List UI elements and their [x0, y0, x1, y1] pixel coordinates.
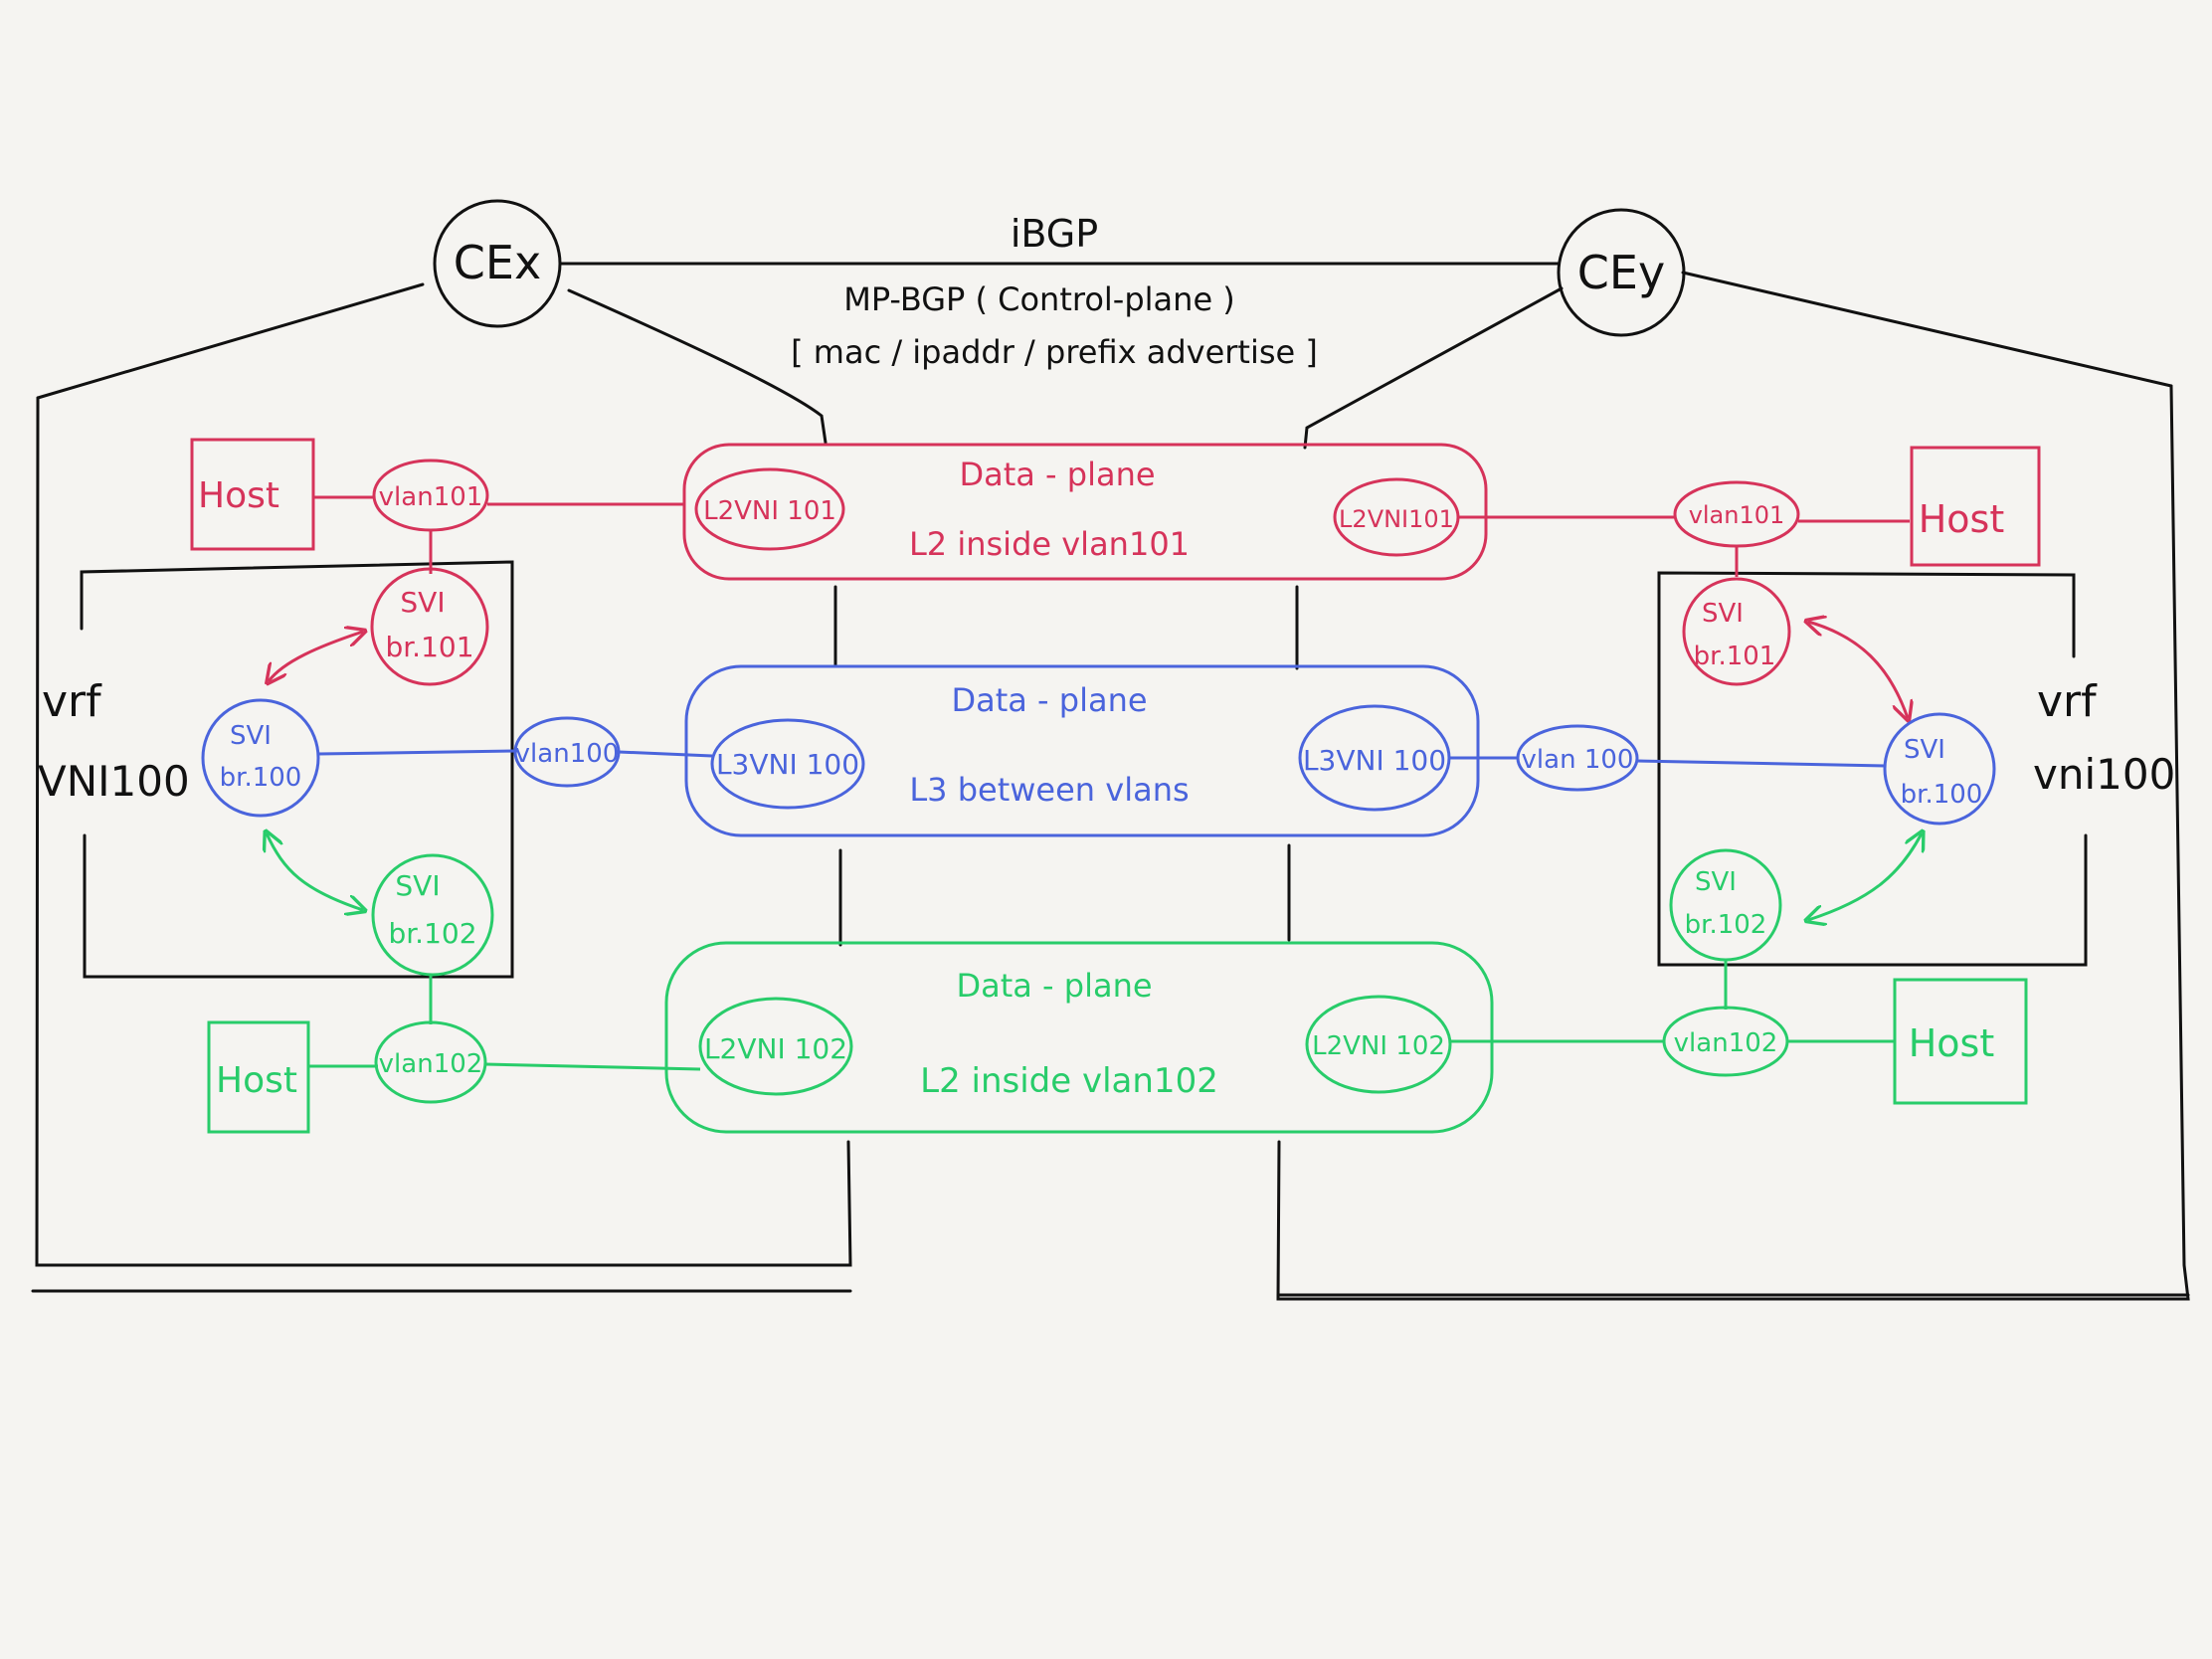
vni-node [1305, 995, 1452, 1094]
vlan-label: vlan100 [515, 739, 620, 769]
vrf-label: vrf [2037, 676, 2098, 727]
left-vrf-box [80, 560, 514, 979]
right-frame [1276, 384, 2190, 1301]
svi-label: br.100 [220, 763, 302, 793]
cey-to-tunnel [1303, 286, 1564, 450]
vni-node [710, 718, 865, 810]
vlan-label: vlan102 [379, 1049, 483, 1079]
cex-to-left-frame [36, 282, 425, 400]
host-box [1910, 446, 2041, 567]
tunnel-l3-vlan100: Data - plane L3 between vlans L3VNI 100 … [684, 664, 1480, 837]
svi-node [1883, 712, 1996, 826]
vlan-label: vlan102 [1674, 1028, 1778, 1058]
mpbgp-label: MP-BGP ( Control-plane ) [843, 280, 1235, 318]
router-circle [1557, 208, 1686, 337]
svi-label: SVI [400, 586, 445, 619]
control-plane-lines [31, 262, 2190, 1301]
svi-label: br.102 [388, 917, 476, 950]
routing-arrow [267, 833, 363, 910]
routing-arrow [1808, 622, 1908, 718]
vni-label: L2VNI 102 [704, 1032, 847, 1065]
svi-label: br.100 [1901, 780, 1983, 810]
svi-node [201, 698, 320, 818]
link [1636, 759, 1887, 768]
routing-arrow [269, 632, 363, 681]
svi-label: br.101 [385, 631, 473, 663]
vrf-label: vrf [42, 676, 102, 727]
tunnel-l2-vlan102: Data - plane L2 inside vlan102 L2VNI 102… [664, 941, 1494, 1134]
vni-node [694, 467, 845, 551]
svi-label: SVI [1695, 867, 1737, 897]
tunnel-title: Data - plane [959, 456, 1155, 493]
vni-label: L3VNI 100 [1303, 744, 1446, 777]
tunnel-outline [664, 941, 1494, 1134]
tunnel-outline [684, 664, 1480, 837]
svi-node [370, 567, 489, 686]
router-label: CEy [1577, 246, 1665, 299]
svi-node [1682, 577, 1791, 686]
svi-label: br.101 [1694, 642, 1776, 671]
vni-label: L2VNI 102 [1312, 1031, 1445, 1061]
host-label: Host [216, 1060, 297, 1101]
svi-label: SVI [1904, 735, 1945, 765]
vlan-label: vlan101 [379, 482, 483, 512]
vrf-name: vni100 [2033, 750, 2175, 799]
svi-label: br.102 [1685, 910, 1767, 940]
host-box [207, 1020, 310, 1134]
router-circle [433, 199, 562, 328]
svi-label: SVI [230, 721, 272, 751]
link [618, 750, 713, 758]
router-cex: CEx [433, 199, 562, 328]
vrf-name: VNI100 [38, 757, 190, 806]
advertise-label: [ mac / ipaddr / prefix advertise ] [791, 333, 1318, 371]
right-vrf-box [1657, 571, 2088, 967]
vni-label: L3VNI 100 [716, 748, 859, 781]
right-site: vlan101 Host SVI br.101 vlan 100 SVI br.… [1448, 446, 2041, 1105]
ibgp-label: iBGP [1011, 212, 1098, 256]
left-frame [35, 396, 852, 1267]
host-box [1893, 978, 2028, 1105]
svi-label: SVI [395, 869, 440, 902]
link [317, 749, 518, 756]
host-box [190, 438, 315, 551]
tunnel-subtitle: L2 inside vlan102 [920, 1061, 1218, 1101]
vlan-node [374, 1020, 487, 1104]
cex-to-tunnel [567, 288, 828, 445]
tunnel-subtitle: L2 inside vlan101 [909, 525, 1190, 563]
routing-arrow [1808, 833, 1922, 920]
tunnel-title: Data - plane [951, 681, 1147, 719]
left-site: Host vlan101 SVI br.101 SVI br.100 vlan1… [190, 438, 713, 1134]
vni-label: L2VNI 101 [703, 496, 836, 526]
vlan-label: vlan 100 [1522, 745, 1634, 775]
cey-to-right-frame [1681, 271, 2173, 388]
tunnel-l2-vlan101: Data - plane L2 inside vlan101 L2VNI 101… [682, 443, 1488, 581]
vni-label: L2VNI101 [1339, 505, 1454, 533]
vni-node [698, 997, 853, 1096]
tunnel-subtitle: L3 between vlans [909, 771, 1189, 809]
host-label: Host [1909, 1021, 1995, 1065]
svi-node [371, 853, 494, 977]
router-label: CEx [454, 236, 541, 289]
link [484, 1062, 701, 1071]
vlan-label: vlan101 [1689, 501, 1785, 529]
host-label: Host [198, 475, 279, 516]
tunnel-title: Data - plane [956, 967, 1152, 1005]
svi-label: SVI [1702, 599, 1744, 629]
tunnel-outline [682, 443, 1488, 581]
host-label: Host [1919, 497, 2005, 541]
router-cey: CEy [1557, 208, 1686, 337]
